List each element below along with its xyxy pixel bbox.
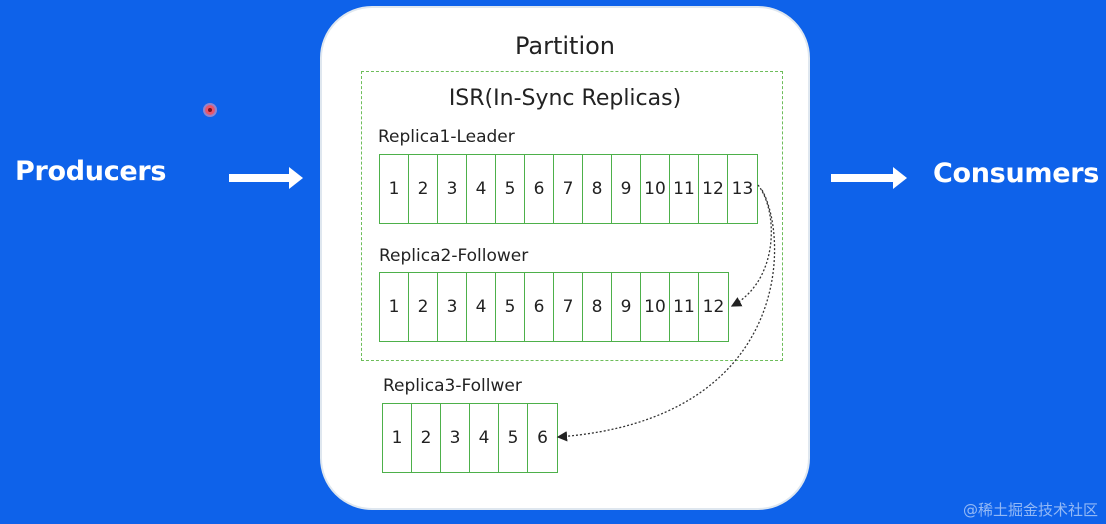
offset-cell: 6 — [525, 273, 554, 341]
offset-cell: 12 — [702, 297, 725, 317]
offset-cell: 10 — [641, 273, 670, 341]
offset-cell: 4 — [467, 273, 496, 341]
offset-cell: 9 — [612, 273, 641, 341]
partition-box: Partition ISR(In-Sync Replicas) Replica1… — [320, 6, 810, 510]
replica3-label: Replica3-Follwer — [383, 376, 522, 396]
offset-cell: 13 — [731, 179, 754, 199]
partition-title: Partition — [514, 32, 616, 60]
offset-cell: 5 — [496, 273, 525, 341]
offset-cell: 2 — [412, 404, 441, 472]
offset-cell: 3 — [441, 404, 470, 472]
offset-cell: 8 — [583, 273, 612, 341]
offset-cell: 2 — [409, 155, 438, 223]
offset-cell: 1 — [383, 404, 412, 472]
offset-cell: 4 — [470, 404, 499, 472]
offset-cell: 9 — [612, 155, 641, 223]
watermark: @稀土掘金技术社区 — [962, 501, 1098, 519]
offset-cell: 8 — [583, 155, 612, 223]
offset-cell: 6 — [537, 428, 548, 448]
offset-cell: 5 — [496, 155, 525, 223]
producers-label: Producers — [15, 156, 167, 187]
isr-title: ISR(In-Sync Replicas) — [448, 86, 682, 111]
offset-cell: 10 — [641, 155, 670, 223]
producers-to-partition-arrow — [229, 167, 303, 189]
offset-cell: 5 — [499, 404, 528, 472]
offset-cell: 3 — [438, 273, 467, 341]
replica1-label: Replica1-Leader — [378, 127, 515, 147]
offset-cell: 7 — [554, 155, 583, 223]
replica2-label: Replica2-Follower — [379, 246, 529, 266]
offset-cell: 1 — [380, 155, 409, 223]
partition-to-consumers-arrow — [831, 167, 907, 189]
offset-cell: 7 — [554, 273, 583, 341]
consumers-label: Consumers — [933, 158, 1100, 189]
offset-cell: 4 — [467, 155, 496, 223]
offset-cell: 6 — [525, 155, 554, 223]
offset-cell: 2 — [409, 273, 438, 341]
offset-cell: 1 — [380, 273, 409, 341]
pointer-dot-icon — [205, 105, 215, 115]
offset-cell: 11 — [670, 273, 699, 341]
offset-cell: 12 — [699, 155, 728, 223]
offset-cell: 11 — [670, 155, 699, 223]
offset-cell: 3 — [438, 155, 467, 223]
